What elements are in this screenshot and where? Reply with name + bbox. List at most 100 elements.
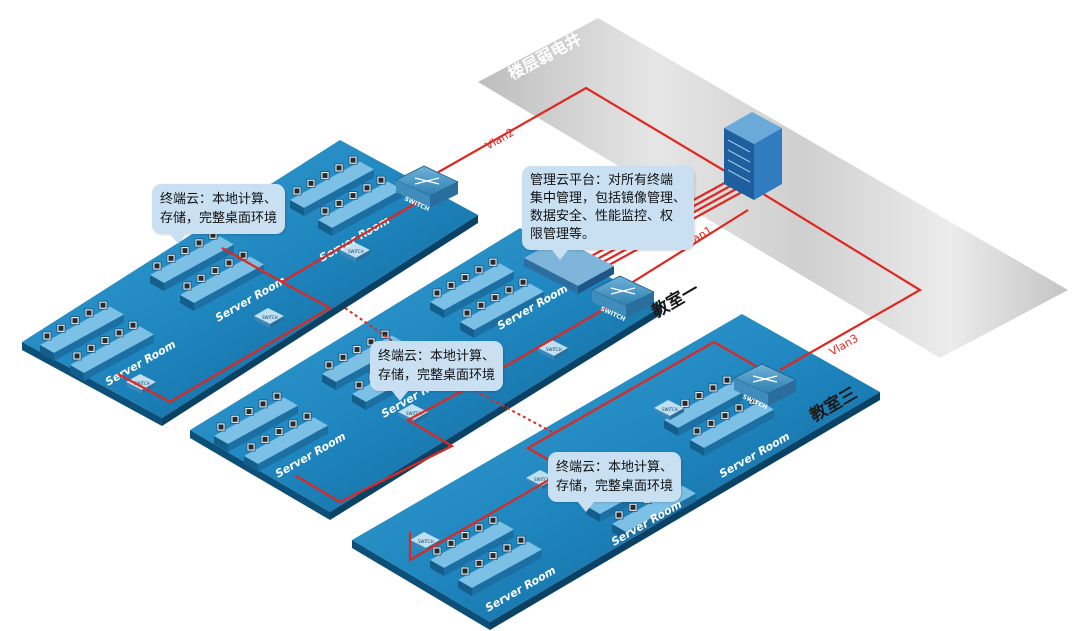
callout-line: 存储，完整桌面环境 bbox=[160, 211, 278, 226]
switch-arrows-icon bbox=[610, 287, 636, 295]
monitor-icon bbox=[446, 280, 456, 290]
mini-switch: SWITCH bbox=[254, 308, 284, 328]
monitor-icon bbox=[42, 331, 52, 341]
monitor-icon bbox=[502, 543, 512, 553]
mini-switch-label: SWITCH bbox=[418, 539, 434, 544]
mini-switch: SWITCH bbox=[126, 374, 156, 394]
desk-row bbox=[40, 300, 124, 361]
switch-arrows-icon bbox=[414, 177, 440, 185]
rack-server bbox=[724, 112, 782, 200]
monitor-icon bbox=[722, 375, 732, 385]
monitor-icon bbox=[244, 407, 254, 417]
monitor-icon bbox=[460, 273, 470, 283]
monitor-icon bbox=[446, 538, 456, 548]
desk-row bbox=[214, 391, 298, 452]
desk-row bbox=[460, 277, 544, 338]
monitor-icon bbox=[210, 266, 220, 276]
monitor-icon bbox=[302, 411, 312, 421]
terminal-callout-room2: 终端云：本地计算、 存储，完整桌面环境 bbox=[152, 184, 286, 244]
network-lines bbox=[117, 86, 923, 562]
monitor-icon bbox=[334, 198, 344, 208]
monitor-icon bbox=[114, 328, 124, 338]
monitor-icon bbox=[476, 300, 486, 310]
monitor-icon bbox=[272, 391, 282, 401]
monitor-icon bbox=[734, 403, 744, 413]
monitor-icon bbox=[488, 257, 498, 267]
monitor-icon bbox=[230, 414, 240, 424]
monitor-icon bbox=[474, 523, 484, 533]
desk-row bbox=[290, 155, 374, 216]
monitor-icon bbox=[352, 345, 362, 355]
monitor-icon bbox=[706, 418, 716, 428]
monitor-icon bbox=[224, 258, 234, 268]
mini-switch-label: SWITCH bbox=[406, 411, 422, 416]
monitor-icon bbox=[288, 419, 298, 429]
callout-line: 管理云平台：对所有终端 bbox=[530, 173, 674, 188]
callout-line: 存储，完整桌面环境 bbox=[378, 368, 496, 383]
monitor-icon bbox=[462, 308, 472, 318]
monitor-icon bbox=[292, 186, 302, 196]
mini-switch-label: SWITCH bbox=[662, 407, 678, 412]
terminal-callout-room1: 终端云：本地计算、 存储，完整桌面环境 bbox=[370, 341, 504, 401]
callout-line: 终端云：本地计算、 bbox=[160, 192, 278, 207]
monitor-icon bbox=[474, 265, 484, 275]
callout-line: 终端云：本地计算、 bbox=[556, 460, 674, 475]
monitor-icon bbox=[518, 277, 528, 287]
desk-row bbox=[70, 320, 154, 381]
monitor-icon bbox=[348, 155, 358, 165]
monitor-icon bbox=[516, 535, 526, 545]
desk-row bbox=[318, 175, 402, 236]
monitor-icon bbox=[324, 360, 334, 370]
dotted-links bbox=[344, 307, 553, 433]
mini-switch: SWITCH bbox=[654, 400, 684, 420]
desk-row bbox=[430, 515, 514, 576]
mini-switch: SWITCH bbox=[340, 242, 370, 262]
monitor-icon bbox=[98, 300, 108, 310]
mini-switch-label: SWITCH bbox=[348, 249, 364, 254]
desk-row bbox=[180, 250, 264, 311]
monitor-icon bbox=[166, 253, 176, 263]
monitor-icon bbox=[488, 551, 498, 560]
monitor-icon bbox=[196, 273, 206, 283]
switch-icon: SWITCH bbox=[733, 363, 797, 411]
monitor-icon bbox=[692, 426, 702, 436]
monitor-icon bbox=[628, 502, 638, 512]
monitor-icon bbox=[432, 288, 442, 298]
monitor-icon bbox=[260, 434, 270, 444]
management-appliance bbox=[524, 238, 614, 294]
monitor-icon bbox=[182, 281, 192, 291]
room1-label: 教室一 bbox=[647, 279, 703, 323]
monitor-icon bbox=[216, 422, 226, 432]
vlan3-label: Vlan3 bbox=[827, 332, 861, 359]
room2-label: 教室二 bbox=[369, 119, 425, 163]
callout-line: 数据安全、性能监控、权 bbox=[530, 209, 674, 224]
monitor-icon bbox=[72, 351, 82, 361]
monitor-icon bbox=[460, 531, 470, 540]
monitor-icon bbox=[128, 320, 138, 330]
monitor-icon bbox=[490, 293, 500, 303]
monitor-icon bbox=[100, 336, 110, 346]
monitor-icon bbox=[258, 399, 268, 409]
desk-row bbox=[150, 230, 234, 291]
monitor-icon bbox=[460, 566, 470, 576]
mini-switch-label: SWITCH bbox=[262, 315, 278, 320]
mini-switch-label: SWITCH bbox=[534, 477, 550, 482]
monitor-icon bbox=[246, 442, 256, 452]
monitor-icon bbox=[488, 515, 498, 525]
monitor-icon bbox=[720, 411, 730, 421]
monitor-icon bbox=[338, 352, 348, 362]
monitor-icon bbox=[70, 316, 80, 326]
terminal-callout-room3: 终端云：本地计算、 存储，完整桌面环境 bbox=[548, 452, 682, 512]
desk-row bbox=[430, 257, 514, 318]
callout-line: 终端云：本地计算、 bbox=[378, 349, 496, 364]
monitor-icon bbox=[432, 546, 442, 556]
monitor-icon bbox=[152, 261, 162, 271]
vlan2-label: Vlan2 bbox=[483, 126, 517, 153]
monitor-icon bbox=[86, 343, 96, 353]
monitor-icon bbox=[320, 206, 330, 216]
monitor-icon bbox=[614, 510, 624, 520]
monitor-icon bbox=[474, 558, 484, 568]
